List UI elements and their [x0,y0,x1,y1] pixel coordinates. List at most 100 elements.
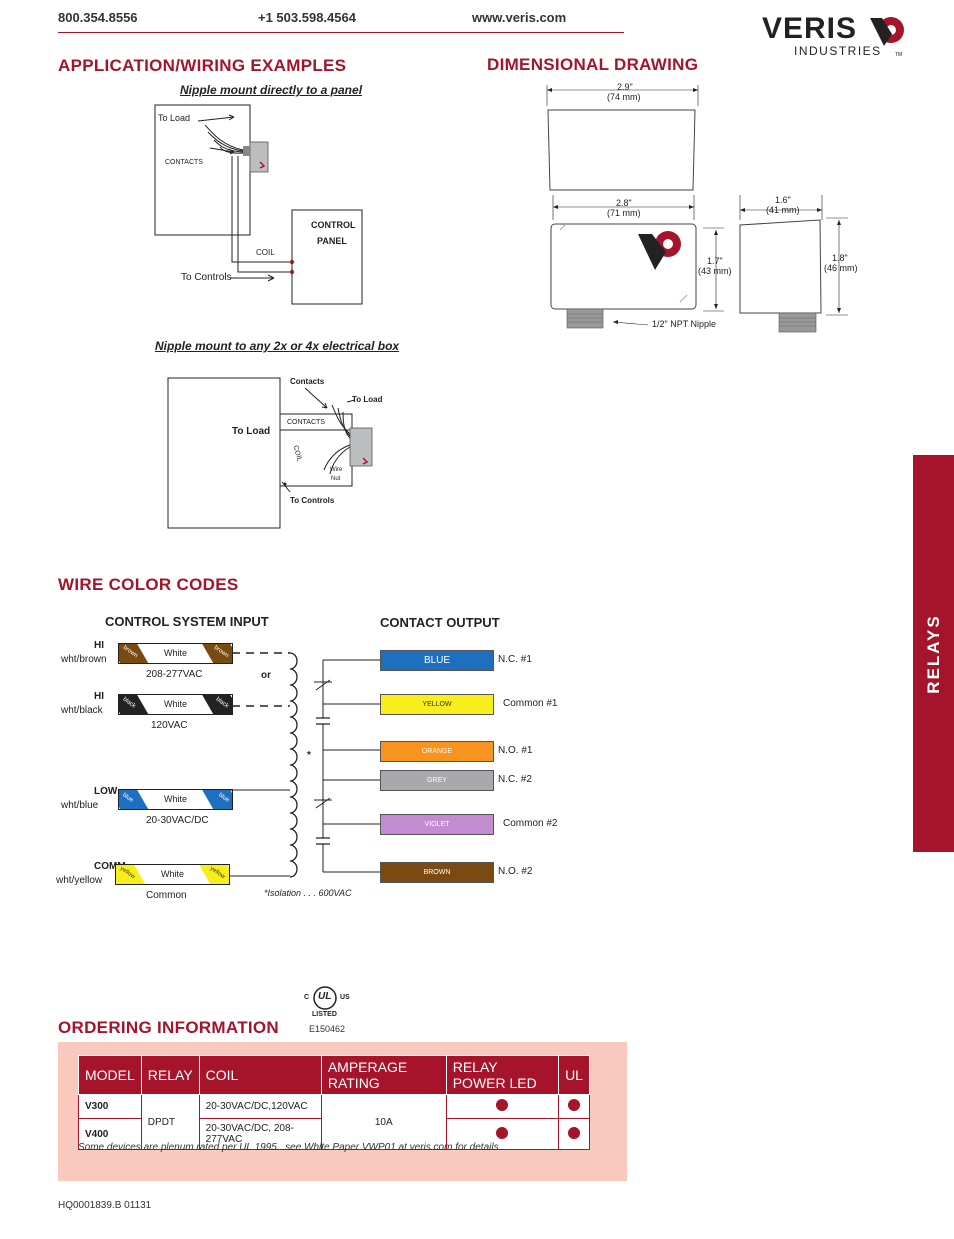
input-wire-name: COMM [94,861,126,872]
ul-dot-icon [568,1126,581,1139]
or-label: or [261,670,271,681]
output-terminal-label: N.C. #2 [498,774,532,785]
col-amperage: AMPERAGE RATING [320,1055,447,1095]
intl-phone-number: +1 503.598.4564 [258,10,356,25]
stripe-center-label: White [163,794,187,804]
ul-cell [558,1118,590,1150]
input-wire-name: HI [94,640,104,651]
application-wiring-title: APPLICATION/WIRING EXAMPLES [58,56,347,75]
output-terminal-label: Common #1 [503,698,558,709]
header-rule [58,32,624,33]
panel-label: PANEL [317,236,347,246]
output-terminal-label: Common #2 [503,818,558,829]
height-mm: (43 mm) [698,266,732,276]
side-height-mm: (46 mm) [824,263,858,273]
height-inches: 1.7" [707,256,723,266]
stripe-center-label: White [163,648,187,658]
npt-nipple-label: 1/2" NPT Nipple [652,319,717,329]
output-wire-orange: ORANGE [380,741,494,762]
phone-number: 800.354.8556 [58,10,138,25]
contacts-label: CONTACTS [165,159,203,166]
wire-label: Wire [330,467,343,473]
output-wire-yellow: YELLOW [380,694,494,715]
wiring-caption-panel: Nipple mount directly to a panel [180,83,363,97]
ul-listed-icon [313,986,337,1010]
output-wire-violet: VIOLET [380,814,494,835]
ordering-information-title: ORDERING INFORMATION [58,1018,280,1037]
ul-cell [558,1094,590,1119]
side-width-inches: 1.6" [775,195,791,205]
side-tab-label: RELAYS [923,613,943,694]
bottom-width-inches: 2.8" [616,198,632,208]
veris-v-icon [870,17,904,46]
ul-mark: UL [318,991,332,1002]
output-terminal-label: N.O. #1 [498,745,533,756]
col-coil: COIL [198,1055,322,1095]
output-wire-grey: GREY [380,770,494,791]
output-terminal-label: N.C. #1 [498,654,532,665]
ul-us-mark: US [340,994,350,1001]
output-wire-brown: BROWN [380,862,494,883]
amperage-cell: 10A [320,1094,447,1150]
input-wire-name: LOW [94,786,118,797]
website-link[interactable]: www.veris.com [472,10,567,25]
logo-mark-icon [638,231,681,270]
veris-logo: VERIS INDUSTRIES TM [762,12,912,60]
input-wire-colors: wht/black [61,705,103,716]
top-width-inches: 2.9" [617,82,633,92]
ul-listed-label: LISTED [312,1011,337,1018]
contacts-top-label: Contacts [290,377,325,386]
input-wire-colors: wht/brown [61,654,107,665]
coil-cell: 20-30VAC/DC, 208-277VAC [198,1118,322,1150]
ul-file-number: E150462 [309,1024,346,1034]
control-label: CONTROL [311,220,356,230]
to-load-label: To Load [158,113,191,123]
led-dot-icon [496,1126,509,1139]
to-controls-label: To Controls [181,272,232,283]
document-code: HQ0001839.B 01131 [58,1200,152,1211]
led-cell [445,1094,560,1119]
bottom-width-mm: (71 mm) [607,208,641,218]
input-wire-colors: wht/yellow [56,875,103,886]
isolation-note: *Isolation . . . 600VAC [264,888,352,898]
col-ul: UL [558,1055,590,1095]
top-width-mm: (74 mm) [607,92,641,102]
output-wire-blue: BLUE [380,650,494,671]
coil-cell: 20-30VAC/DC,120VAC [198,1094,322,1119]
stripe-center-label: White [163,699,187,709]
to-load-box-label: To Load [232,426,271,437]
contact-output-title: CONTACT OUTPUT [380,615,500,630]
panel-mount-wiring-diagram [154,104,363,305]
plenum-note: Some devices are plenum rated per UL 199… [78,1142,499,1153]
contacts-box-label: CONTACTS [287,419,325,426]
input-voltage: 20-30VAC/DC [146,815,209,826]
table-row: V300 DPDT 20-30VAC/DC,120VAC 10A [78,1094,590,1150]
relays-side-tab[interactable]: RELAYS [913,455,954,852]
wiring-caption-box: Nipple mount to any 2x or 4x electrical … [155,339,400,353]
ordering-table: MODEL RELAY COIL AMPERAGE RATING RELAY P… [78,1055,590,1150]
input-wire-name: HI [94,691,104,702]
led-dot-icon [496,1099,509,1111]
col-led: RELAY POWER LED [445,1055,560,1095]
dimensional-drawing-title: DIMENSIONAL DRAWING [487,55,699,74]
control-input-title: CONTROL SYSTEM INPUT [105,614,269,629]
output-terminal-label: N.O. #2 [498,866,533,877]
brand-name: VERIS [762,12,858,45]
model-cell: V400 [78,1118,142,1150]
nut-label: Nut [331,476,341,482]
ul-dot-icon [568,1099,581,1111]
table-row: V400 20-30VAC/DC, 208-277VAC [78,1118,590,1150]
electrical-box-wiring-diagram [167,377,373,529]
stripe-center-label: White [160,869,184,879]
input-voltage: Common [146,890,187,901]
wire-color-codes-title: WIRE COLOR CODES [58,575,239,594]
trademark: TM [895,52,903,58]
input-voltage: 208-277VAC [146,669,203,680]
input-wire-colors: wht/blue [61,800,99,811]
to-controls-box-label: To Controls [290,496,335,505]
ul-c-mark: C [304,994,310,1001]
